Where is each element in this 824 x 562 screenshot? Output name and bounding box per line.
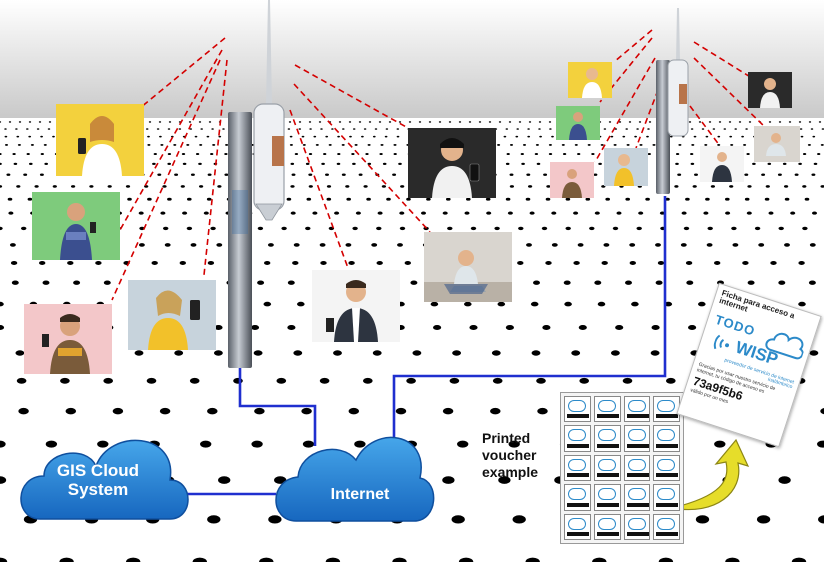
access-point-right <box>656 8 689 194</box>
code-bar <box>656 443 679 448</box>
cloud-icon <box>597 400 616 412</box>
cloud-icon <box>657 517 676 530</box>
cloud-icon <box>627 517 646 530</box>
code-bar <box>656 414 679 419</box>
mini-voucher <box>653 425 680 452</box>
gis-cloud-system-label: GIS Cloud System <box>56 461 140 499</box>
brand-logo: TODO WISP <box>703 307 809 380</box>
voucher-caption-line: Printed <box>482 430 531 446</box>
code-bar <box>596 502 619 507</box>
cloud-icon <box>627 458 646 471</box>
cloud-icon <box>627 429 646 442</box>
code-bar <box>656 531 679 536</box>
mini-voucher <box>564 513 591 540</box>
cloud-icon <box>765 332 804 360</box>
cloud-icon <box>20 439 189 520</box>
code-bar <box>626 531 649 536</box>
cloud-icon <box>597 429 616 442</box>
mini-voucher <box>593 396 621 423</box>
voucher-ticket: Ficha para acceso a internet TODO WISP p… <box>676 282 822 448</box>
code-bar <box>596 531 619 536</box>
code-bar <box>626 414 649 419</box>
cloud-icon <box>275 436 435 522</box>
wireless-links <box>111 29 767 301</box>
code-bar <box>626 443 649 448</box>
mini-voucher <box>593 513 621 540</box>
mini-voucher <box>623 425 651 452</box>
code-bar <box>596 473 619 478</box>
user-photo <box>56 104 144 176</box>
mini-voucher <box>653 454 680 482</box>
mini-voucher <box>623 513 651 540</box>
internet-label: Internet <box>330 486 390 503</box>
mini-voucher <box>564 396 591 423</box>
mini-voucher <box>593 484 621 511</box>
ceiling-band <box>0 0 824 118</box>
mini-voucher <box>653 513 680 540</box>
user-photo <box>408 128 496 198</box>
mini-voucher <box>653 484 680 511</box>
user-photo <box>312 270 400 342</box>
user-photo <box>424 232 512 302</box>
code-bar <box>567 473 589 478</box>
cloud-icon <box>597 458 616 471</box>
voucher-caption-line: example <box>482 463 539 480</box>
access-point-antenna-icon <box>676 8 680 62</box>
code-bar <box>626 502 649 507</box>
mini-voucher <box>564 454 591 482</box>
voucher-caption: Printed voucher example <box>482 430 562 480</box>
code-bar <box>596 443 619 448</box>
user-photo <box>748 72 792 108</box>
code-bar <box>567 414 589 419</box>
cloud-icon <box>568 429 586 442</box>
wifi-icon <box>713 334 730 349</box>
mini-voucher <box>564 484 591 511</box>
cloud-icon <box>657 400 676 412</box>
code-bar <box>567 502 589 507</box>
user-photo <box>604 148 648 186</box>
access-point-left <box>228 0 285 368</box>
code-bar <box>567 443 589 448</box>
user-photo <box>556 106 600 140</box>
cloud-icon <box>657 429 676 442</box>
code-bar <box>656 473 679 478</box>
mast-pole <box>228 112 252 368</box>
user-photo <box>32 192 120 260</box>
user-photo <box>128 280 216 350</box>
code-bar <box>596 414 619 419</box>
mini-voucher <box>653 396 680 423</box>
cloud-icon <box>568 488 586 501</box>
cloud-icon <box>597 488 616 501</box>
mast-pole <box>656 60 670 194</box>
cloud-icon <box>657 458 676 471</box>
voucher-arrow-icon <box>671 438 750 511</box>
user-photo <box>754 126 800 162</box>
code-bar <box>567 531 589 536</box>
mini-voucher <box>623 484 651 511</box>
cloud-icon <box>627 488 646 501</box>
cloud-icon <box>597 517 616 530</box>
mini-voucher <box>564 425 591 452</box>
wired-links <box>176 196 667 496</box>
mini-voucher <box>623 396 651 423</box>
code-bar <box>656 502 679 507</box>
code-bar <box>626 473 649 478</box>
cloud-icon <box>568 517 586 530</box>
user-photo <box>700 146 744 182</box>
cloud-icon <box>657 488 676 501</box>
cloud-icon <box>568 458 586 471</box>
mini-voucher <box>623 454 651 482</box>
voucher-caption-line: voucher <box>482 446 537 463</box>
cloud-icon <box>627 400 646 412</box>
mini-voucher <box>593 425 621 452</box>
printed-voucher-sheet <box>560 392 684 544</box>
user-photo <box>24 304 112 374</box>
user-photo <box>550 162 594 198</box>
cloud-icon <box>568 400 586 412</box>
mini-voucher <box>593 454 621 482</box>
user-photo <box>568 62 612 98</box>
access-point-antenna-icon <box>266 0 272 104</box>
